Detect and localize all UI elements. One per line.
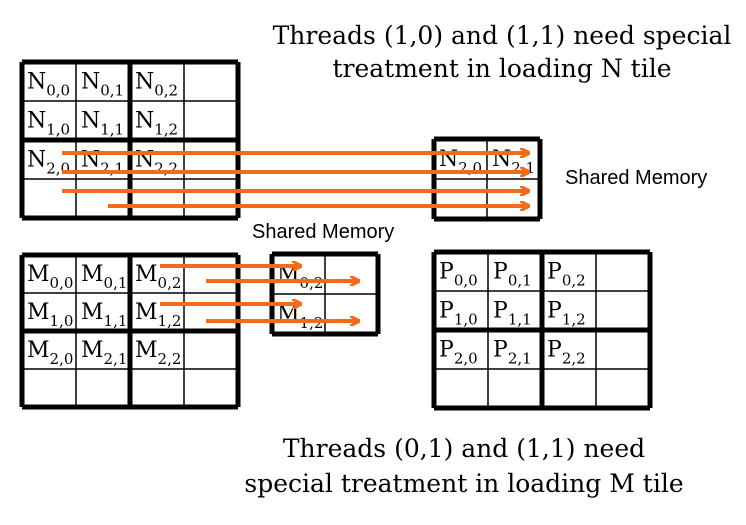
n-tile-caption-line1: Threads (1,0) and (1,1) need special (273, 21, 732, 50)
shared-memory-label-m: Shared Memory (252, 221, 394, 243)
cell-label-m-2-1: M2,1 (81, 338, 127, 368)
cell-label-m-0-0: M0,0 (27, 262, 73, 292)
cell-label-p-2-0: P2,0 (439, 338, 478, 368)
cell-label-n-0-0: N0,0 (27, 70, 70, 100)
cell-label-p-1-1: P1,1 (493, 299, 532, 329)
cell-label-n-1-0: N1,0 (27, 109, 70, 139)
cell-label-m-2-2: M2,2 (135, 338, 181, 368)
cell-label-p-0-2: P0,2 (547, 260, 586, 290)
m-tile-caption-line2: special treatment in loading M tile (244, 469, 683, 498)
cell-label-m-1-0: M1,0 (27, 300, 73, 330)
cell-label-p-2-1: P2,1 (493, 338, 532, 368)
cell-label-n-0-2: N0,2 (135, 70, 178, 100)
cell-label-p-1-0: P1,0 (439, 299, 478, 329)
cell-label-m-1-2: M1,2 (135, 300, 181, 330)
cell-label-m-0-2: M0,2 (135, 262, 181, 292)
shared-memory-label-n: Shared Memory (565, 167, 707, 189)
matrix-m: M0,0 M0,1 M0,2M1,0 M1,1 M1,2M2,0 M2,1 M2,2 (19, 252, 241, 410)
cell-label-p-0-0: P0,0 (439, 260, 478, 290)
cell-label-m-1-1: M1,1 (81, 300, 127, 330)
cell-label-n-1-2: N1,2 (135, 109, 178, 139)
matrix-p: P0,0 P0,1 P0,2P1,0 P1,1 P1,2P2,0 P2,1 P2,2 (431, 249, 653, 411)
m-tile-caption-line1: Threads (0,1) and (1,1) need (283, 434, 645, 463)
cell-label-p-0-1: P0,1 (493, 260, 532, 290)
cell-label-n-1-1: N1,1 (81, 109, 124, 139)
cell-label-p-1-2: P1,2 (547, 299, 586, 329)
cell-label-m-shared-1-0: M1,2 (277, 302, 323, 332)
n-tile-caption-line2: treatment in loading N tile (332, 54, 671, 83)
cell-label-m-0-1: M0,1 (81, 262, 127, 292)
cell-label-n-0-1: N0,1 (81, 70, 124, 100)
cell-label-p-2-2: P2,2 (547, 338, 586, 368)
cell-label-m-2-0: M2,0 (27, 338, 73, 368)
